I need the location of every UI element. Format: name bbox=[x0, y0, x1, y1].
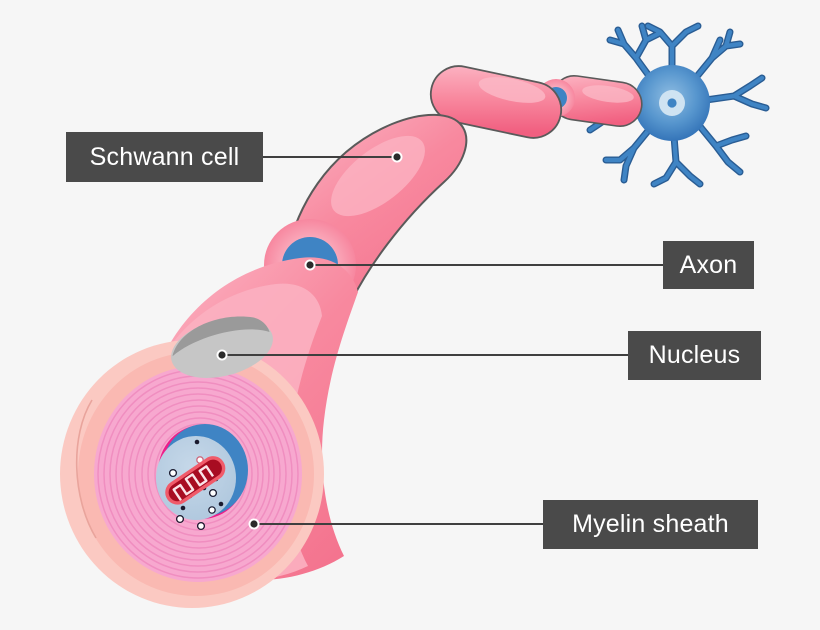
label-schwann-cell[interactable]: Schwann cell bbox=[66, 132, 263, 182]
schwann-nucleus bbox=[171, 316, 273, 378]
myelinated-axon bbox=[264, 65, 643, 311]
label-nucleus[interactable]: Nucleus bbox=[628, 331, 761, 380]
segment-3-highlight bbox=[582, 85, 634, 103]
label-myelin-sheath[interactable]: Myelin sheath bbox=[543, 500, 758, 549]
sheath-roll-edge bbox=[75, 399, 97, 539]
label-axon[interactable]: Axon bbox=[663, 241, 754, 289]
segment-2-highlight bbox=[478, 77, 546, 103]
leader-lines bbox=[222, 156, 663, 525]
leader-dot-myelin bbox=[250, 520, 258, 528]
leader-dot-axon bbox=[306, 261, 314, 269]
leader-dot-nucleus bbox=[218, 351, 226, 359]
schwann-segment-2 bbox=[429, 65, 563, 139]
leader-dots bbox=[216, 151, 403, 530]
cut-axon-cylinder bbox=[60, 257, 358, 608]
schwann-segment-3 bbox=[551, 74, 643, 128]
soma-nucleolus bbox=[667, 98, 677, 108]
leader-dot-schwann bbox=[393, 153, 401, 161]
mitochondrion bbox=[165, 456, 226, 505]
nucleus-shade bbox=[172, 316, 270, 357]
